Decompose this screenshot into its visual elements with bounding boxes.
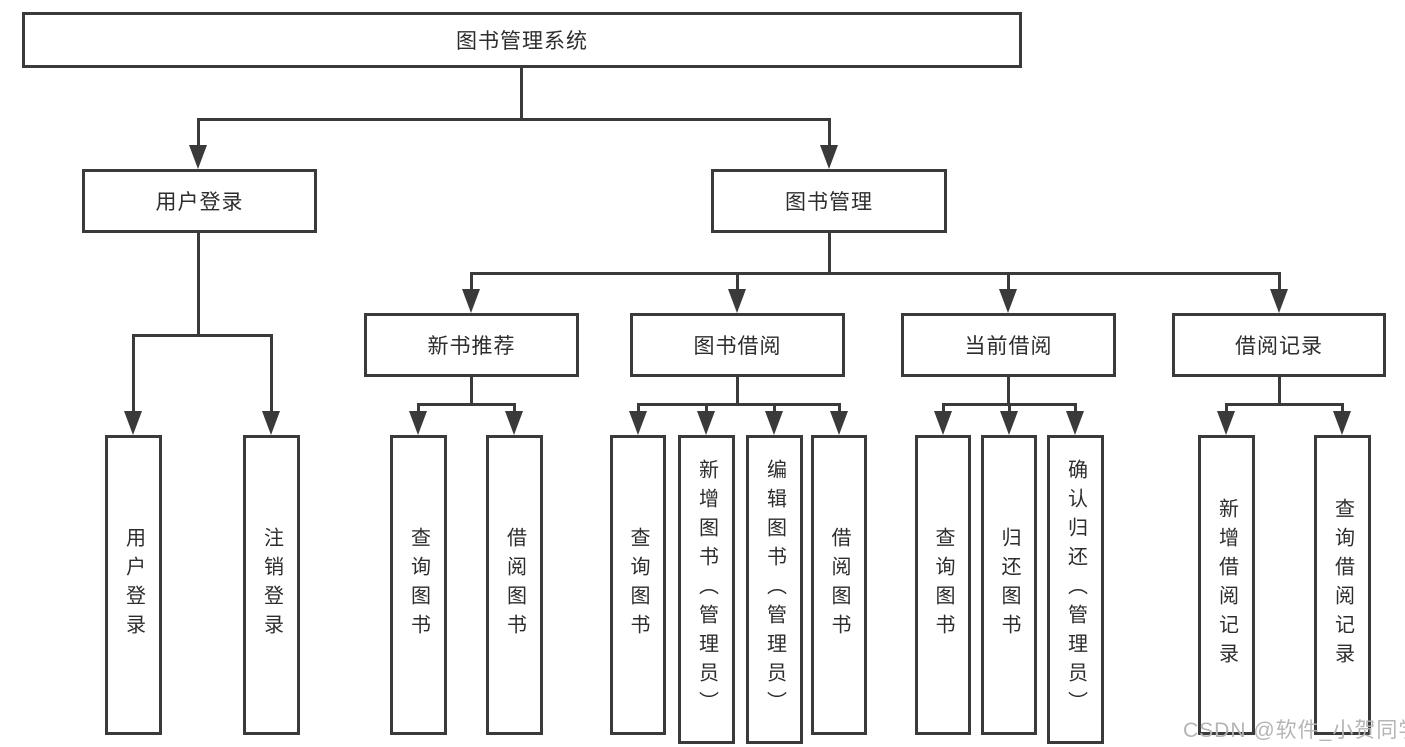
- watermark: CSDN @软件_小贺同学: [1183, 719, 1405, 742]
- connector-line: [838, 406, 841, 413]
- connector-line: [736, 275, 739, 291]
- connector-line: [773, 406, 776, 413]
- node-library-system: 图书管理系统: [22, 12, 1022, 68]
- arrow-down-icon: [830, 411, 848, 435]
- connector-line: [1225, 403, 1344, 406]
- connector-line: [470, 272, 1281, 275]
- connector-line: [942, 406, 945, 413]
- leaf-bw-edit-books-admin: 编辑图书（管理员）: [746, 435, 803, 744]
- connector-line: [1341, 406, 1344, 413]
- connector-line: [736, 377, 739, 406]
- arrow-down-icon: [262, 411, 280, 435]
- connector-line: [132, 337, 135, 413]
- connector-line: [1007, 275, 1010, 291]
- connector-line: [470, 275, 473, 291]
- connector-line: [1278, 275, 1281, 291]
- connector-line: [270, 337, 273, 413]
- arrow-down-icon: [820, 145, 838, 169]
- leaf-user-login: 用户登录: [105, 435, 162, 735]
- arrow-down-icon: [409, 411, 427, 435]
- connector-line: [828, 233, 831, 275]
- leaf-rec-add-record: 新增借阅记录: [1198, 435, 1255, 735]
- leaf-nb-query-books: 查询图书: [390, 435, 447, 735]
- node-new-book-recommend: 新书推荐: [364, 313, 579, 377]
- leaf-cur-query-books: 查询图书: [915, 435, 971, 735]
- arrow-down-icon: [1217, 411, 1235, 435]
- leaf-rec-query-record: 查询借阅记录: [1314, 435, 1371, 735]
- connector-line: [1074, 406, 1077, 413]
- connector-line: [1007, 377, 1010, 406]
- connector-line: [520, 68, 523, 121]
- arrow-down-icon: [505, 411, 523, 435]
- connector-line: [637, 406, 640, 413]
- node-user-login: 用户登录: [82, 169, 317, 233]
- node-borrow-records: 借阅记录: [1172, 313, 1386, 377]
- arrow-down-icon: [462, 289, 480, 313]
- leaf-bw-add-books-admin: 新增图书（管理员）: [678, 435, 735, 744]
- connector-line: [637, 403, 841, 406]
- connector-line: [417, 406, 420, 413]
- leaf-bw-query-books: 查询图书: [610, 435, 666, 735]
- arrow-down-icon: [189, 145, 207, 169]
- node-current-borrowing: 当前借阅: [901, 313, 1116, 377]
- leaf-cur-confirm-return-admin: 确认归还（管理员）: [1047, 435, 1104, 744]
- connector-line: [417, 403, 516, 406]
- arrow-down-icon: [1066, 411, 1084, 435]
- arrow-down-icon: [124, 411, 142, 435]
- leaf-bw-borrow-books: 借阅图书: [811, 435, 867, 735]
- connector-line: [470, 377, 473, 406]
- connector-line: [942, 403, 1077, 406]
- leaf-nb-borrow-books: 借阅图书: [486, 435, 543, 735]
- connector-line: [132, 334, 273, 337]
- connector-line: [1008, 406, 1011, 413]
- connector-line: [513, 406, 516, 413]
- arrow-down-icon: [1333, 411, 1351, 435]
- arrow-down-icon: [934, 411, 952, 435]
- connector-line: [197, 121, 200, 147]
- connector-line: [197, 118, 831, 121]
- arrow-down-icon: [697, 411, 715, 435]
- arrow-down-icon: [999, 289, 1017, 313]
- arrow-down-icon: [1000, 411, 1018, 435]
- arrow-down-icon: [728, 289, 746, 313]
- connector-line: [1278, 377, 1281, 406]
- arrow-down-icon: [765, 411, 783, 435]
- connector-line: [197, 233, 200, 337]
- connector-line: [705, 406, 708, 413]
- leaf-cur-return-books: 归还图书: [981, 435, 1037, 735]
- arrow-down-icon: [1270, 289, 1288, 313]
- connector-line: [1225, 406, 1228, 413]
- arrow-down-icon: [629, 411, 647, 435]
- node-book-borrowing: 图书借阅: [630, 313, 845, 377]
- node-book-management: 图书管理: [711, 169, 947, 233]
- connector-line: [828, 121, 831, 147]
- leaf-logout: 注销登录: [243, 435, 300, 735]
